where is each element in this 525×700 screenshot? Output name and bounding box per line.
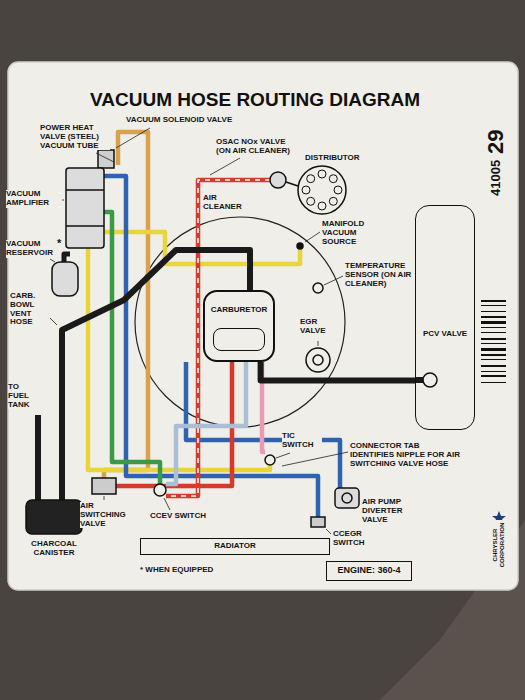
part-label: TO FUEL TANK xyxy=(8,383,40,409)
barcode-bar xyxy=(481,327,506,328)
barcode-bar xyxy=(481,321,506,324)
egr-valve xyxy=(306,348,330,372)
part-number: 41005 xyxy=(489,160,503,196)
engine-tag: ENGINE: 360-4 xyxy=(326,561,412,581)
part-label: MANIFOLD VACUUM SOURCE xyxy=(322,220,378,246)
node-text: RADIATOR xyxy=(213,542,256,551)
ccev-switch xyxy=(154,484,166,496)
distributor-tower xyxy=(318,170,326,178)
barcode-bar xyxy=(481,371,506,372)
part-label: AIR SWITCHING VALVE xyxy=(80,502,136,528)
distributor-tower xyxy=(334,186,342,194)
vacuum-reservoir xyxy=(52,262,78,296)
part-label: TIC SWITCH xyxy=(282,432,322,450)
part-label: DISTRIBUTOR xyxy=(305,154,360,163)
hose-connector xyxy=(261,362,415,381)
part-label: CCEV SWITCH xyxy=(150,512,206,521)
note-label: CONNECTOR TAB IDENTIFIES NIPPLE FOR AIR … xyxy=(350,442,462,468)
sticker xyxy=(8,62,518,590)
barcode-bar xyxy=(481,382,506,383)
distributor-tower xyxy=(329,197,337,205)
leader-lines xyxy=(44,128,348,534)
temperature-sensor xyxy=(313,283,323,293)
barcode-bar xyxy=(481,359,506,360)
part-number: 29 xyxy=(484,130,508,154)
barcode-bar xyxy=(481,332,506,333)
ccegr-switch xyxy=(311,517,325,527)
charcoal-canister xyxy=(26,500,82,534)
part-label: AIR CLEANER xyxy=(203,194,249,212)
barcode-bar xyxy=(481,338,506,340)
barcode-bar xyxy=(481,348,506,351)
air-pump-diverter-valve xyxy=(335,488,359,508)
part-label: CARB. BOWL VENT HOSE xyxy=(10,292,50,327)
tic-switch xyxy=(265,455,275,465)
components xyxy=(26,150,437,534)
distributor-tower xyxy=(318,202,326,210)
air-switching-valve xyxy=(92,478,116,494)
part-label: CHARCOAL CANISTER xyxy=(24,540,84,558)
solenoid-valve xyxy=(98,150,114,168)
barcode-bar xyxy=(481,300,506,302)
part-label: AIR PUMP DIVERTER VALVE xyxy=(362,498,428,524)
vacuum-amplifier xyxy=(66,168,104,248)
distributor xyxy=(298,166,346,214)
node-text: PCV VALVE xyxy=(422,330,468,339)
part-label: POWER HEAT VALVE (STEEL) VACUUM TUBE xyxy=(40,124,110,150)
barcode-bar xyxy=(481,375,506,377)
barcode-bar xyxy=(481,311,506,312)
barcode-bar xyxy=(481,305,506,306)
asterisk-mark: * xyxy=(57,237,61,249)
pcv-valve-cover: PCV VALVE xyxy=(415,205,475,430)
pcv-valve xyxy=(423,373,437,387)
barcode-bar xyxy=(481,343,506,344)
distributor-tower xyxy=(302,186,310,194)
barcode xyxy=(481,300,506,383)
distributor-tower xyxy=(307,197,315,205)
distributor-tower xyxy=(307,175,315,183)
part-label: VACUUM AMPLIFIER xyxy=(6,190,62,208)
diagram-title: VACUUM HOSE ROUTING DIAGRAM xyxy=(90,89,420,111)
distributor-tower xyxy=(329,175,337,183)
barcode-bar xyxy=(481,365,506,367)
part-label: VACUUM RESERVOIR xyxy=(6,240,58,258)
carburetor-box: CARBURETOR xyxy=(203,290,275,362)
barcode-bar xyxy=(481,354,506,356)
node-text: ENGINE: 360-4 xyxy=(336,566,401,576)
part-label: VACUUM SOLENOID VALVE xyxy=(126,116,232,125)
part-label: TEMPERATURE SENSOR (ON AIR CLEANER) xyxy=(345,262,413,288)
part-label: CCEGR SWITCH xyxy=(333,530,371,548)
footnote: * WHEN EQUIPPED xyxy=(140,566,213,575)
part-label: OSAC NOx VALVE (ON AIR CLEANER) xyxy=(216,138,302,156)
part-label: EGR VALVE xyxy=(300,318,334,336)
node-text: CARBURETOR xyxy=(210,306,269,315)
maker-logo: CHRYSLER CORPORATION xyxy=(492,520,505,570)
vacuum-advance xyxy=(270,172,286,188)
barcode-bar xyxy=(481,316,506,318)
radiator-band: RADIATOR xyxy=(140,538,330,555)
